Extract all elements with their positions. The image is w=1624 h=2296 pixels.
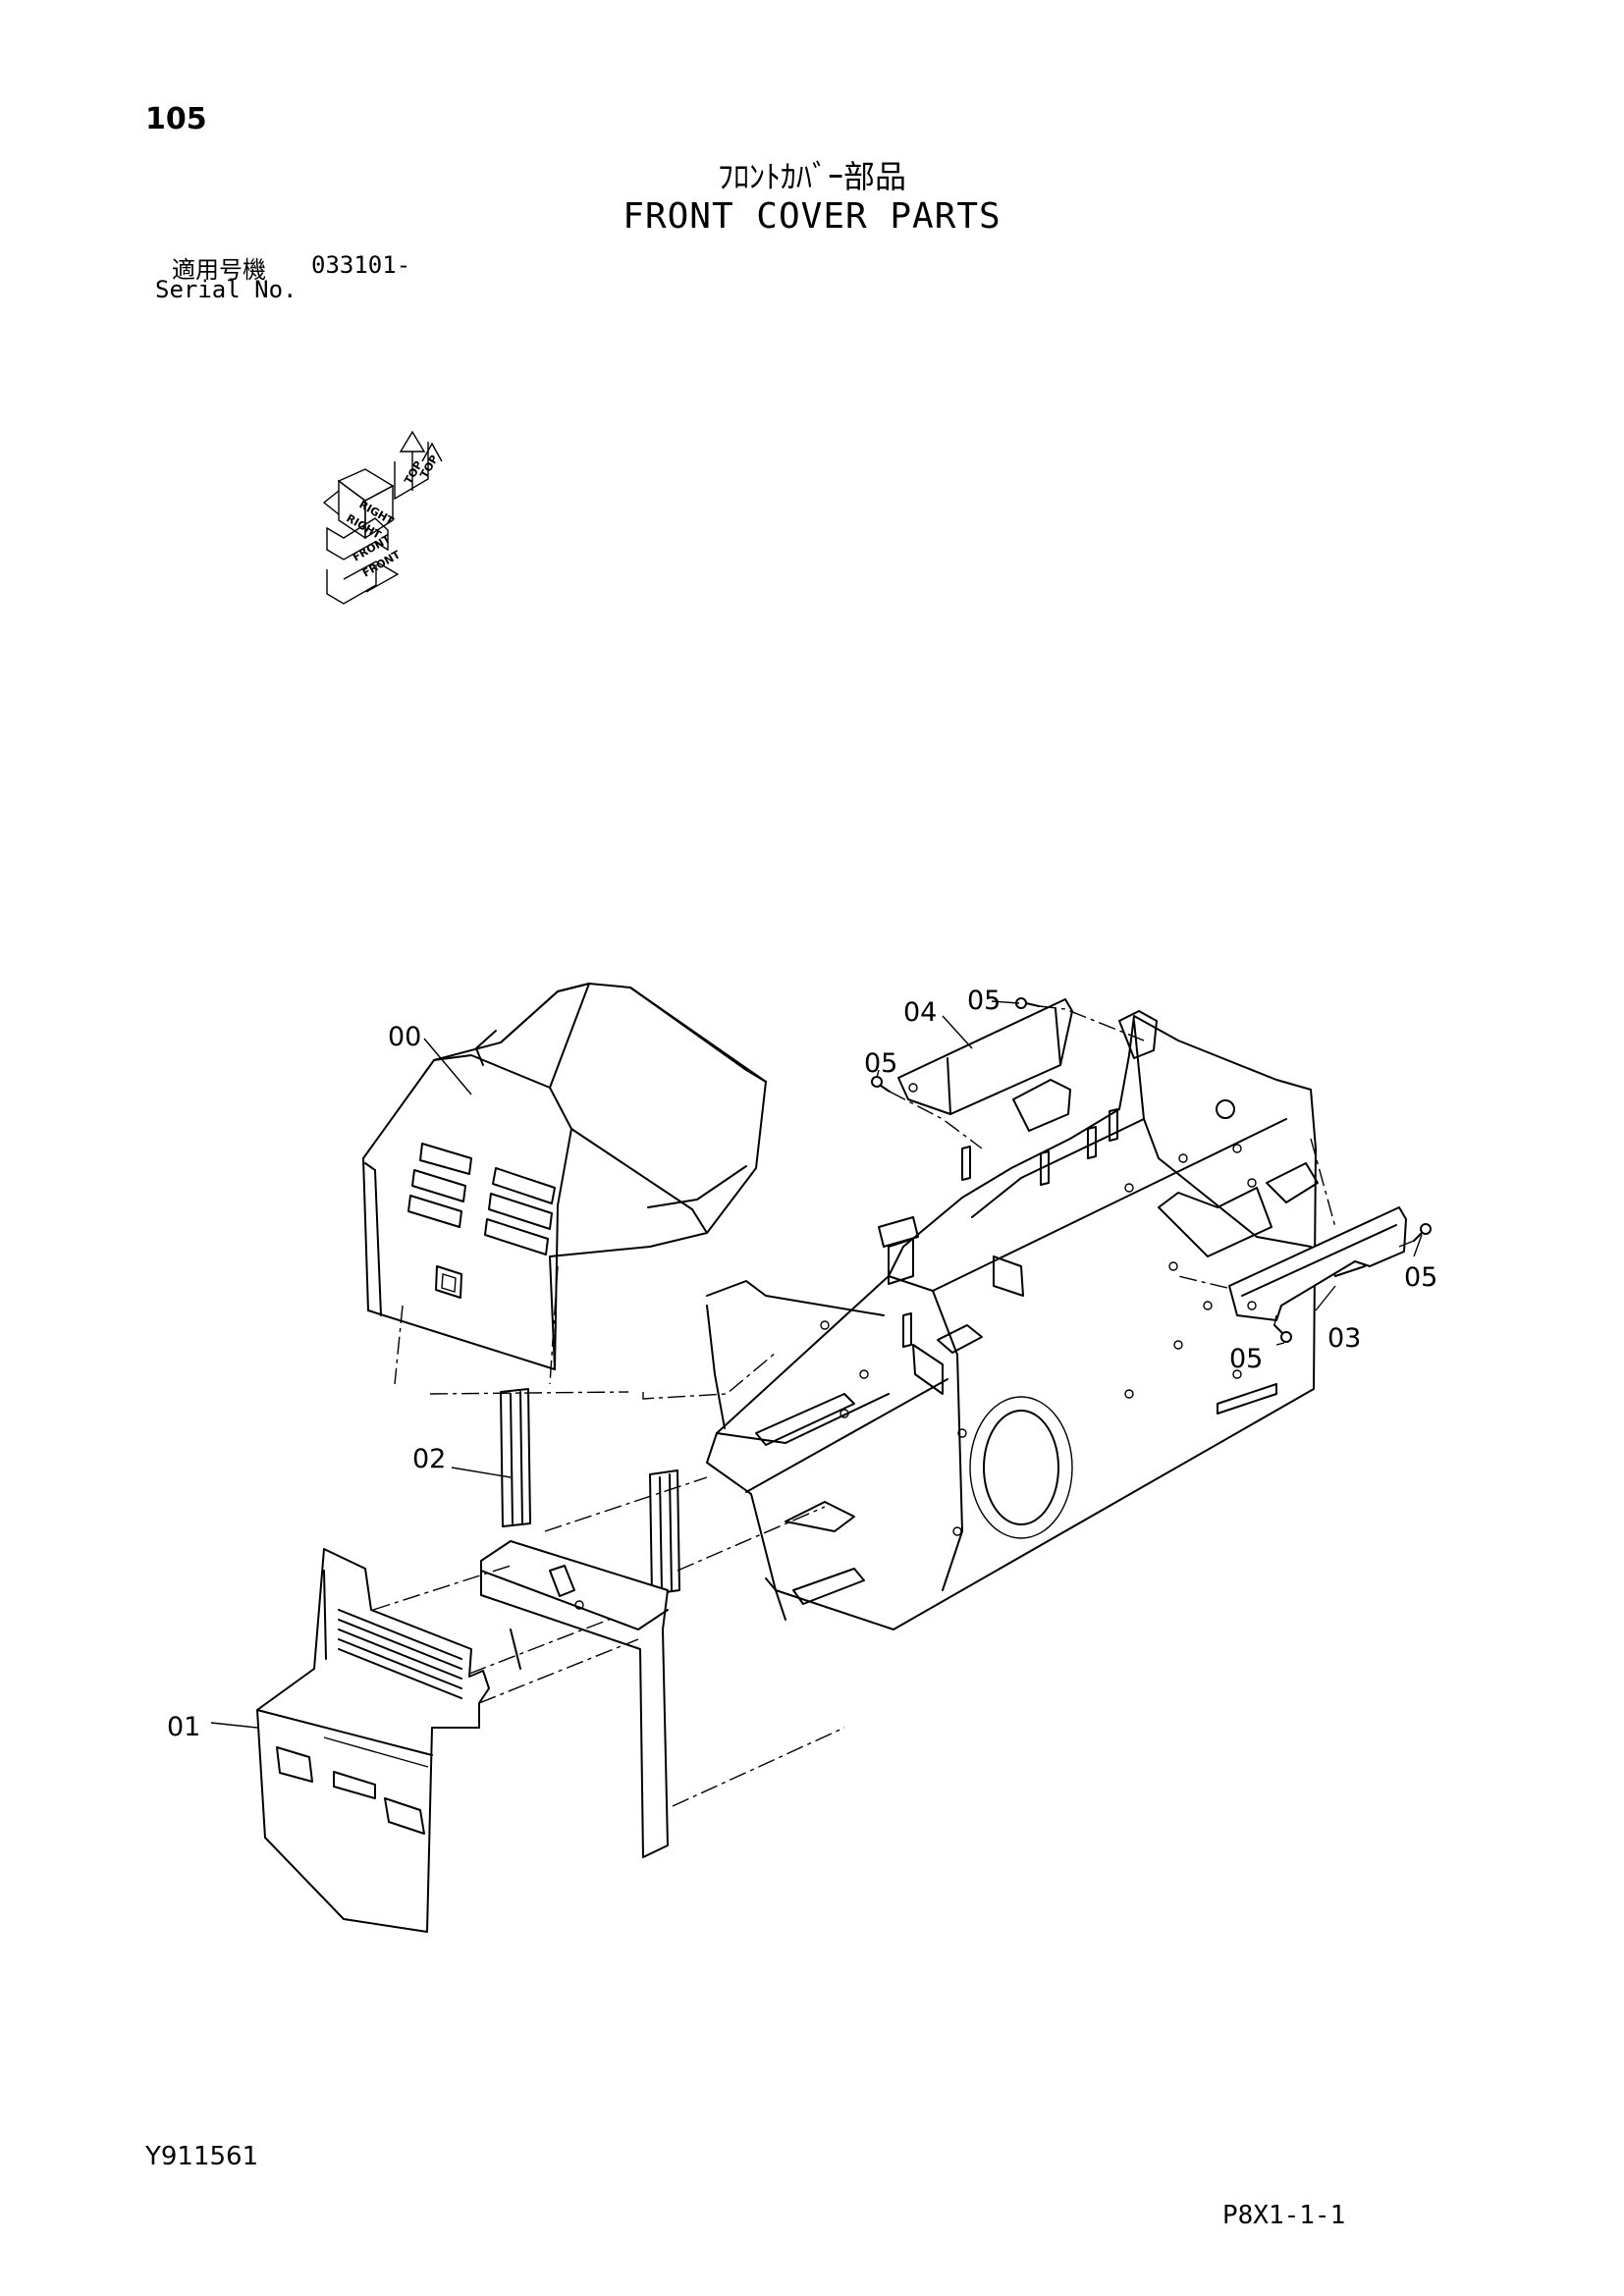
orientation-indicator-icon: TOP TOP RIGHT RIGHT FRONT FRONT: [322, 430, 443, 605]
bolt-icon: [1015, 997, 1040, 1009]
serial-number-value: 033101-: [311, 251, 411, 279]
callout-04: 04: [903, 997, 937, 1028]
part-04-side-plate: [897, 998, 1073, 1115]
part-01-front-cover: [256, 1548, 490, 1933]
callout-05: 05: [864, 1048, 897, 1079]
part-03-side-plate: [1228, 1206, 1407, 1321]
callout-05: 05: [967, 986, 1001, 1016]
page-number: 105: [145, 102, 207, 136]
part-00-hood: [362, 983, 767, 1370]
main-frame: [706, 1010, 1366, 1630]
serial-label: Serial No.: [155, 276, 298, 303]
callout-00: 00: [388, 1022, 421, 1052]
callout-02: 02: [412, 1444, 446, 1474]
leader-lines: [210, 1000, 1423, 1729]
assembly-lines: [372, 1005, 1415, 1807]
orientation-label: TOP: [417, 453, 441, 480]
page-title: FRONT COVER PARTS: [623, 196, 1001, 237]
bolt-icon: [871, 1076, 891, 1093]
bolt-icon: [1413, 1223, 1432, 1242]
callout-03: 03: [1327, 1323, 1361, 1354]
callout-05: 05: [1229, 1344, 1263, 1374]
callout-01: 01: [167, 1712, 200, 1742]
drawing-id: Y911561: [145, 2142, 259, 2171]
part-02-front-frame: [480, 1388, 680, 1858]
serial-label-japanese: 適用号機: [172, 256, 266, 284]
page-title-japanese: ﾌﾛﾝﾄｶﾊﾞｰ部品: [717, 158, 906, 195]
callout-05: 05: [1404, 1262, 1437, 1293]
bolt-icon: [1273, 1324, 1292, 1343]
page-code: P8X1-1-1: [1222, 2201, 1346, 2230]
